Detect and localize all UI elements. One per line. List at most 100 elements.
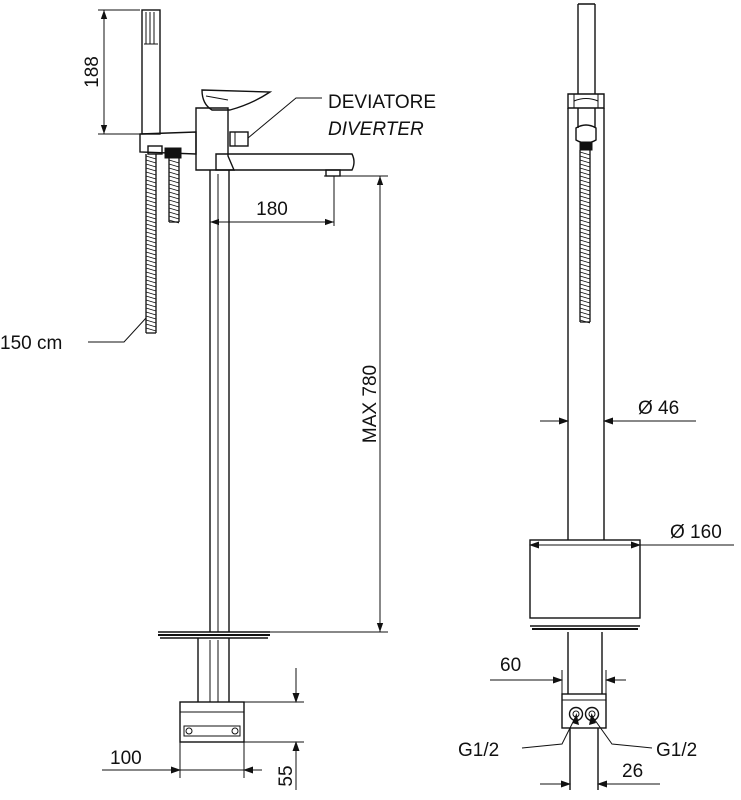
hose-rib [145, 207, 157, 212]
hose-rib [168, 211, 180, 216]
hose-rib [145, 167, 157, 172]
dimension-188 [98, 9, 140, 135]
hose-rib [145, 327, 157, 332]
hose-rib [579, 239, 591, 244]
hose-rib [579, 311, 591, 316]
hose-rib [168, 219, 180, 224]
hose-rib [145, 267, 157, 272]
hose-rib [579, 263, 591, 268]
hose-rib [168, 183, 180, 188]
dimension-100 [102, 742, 262, 778]
hose-rib [579, 259, 591, 264]
hose-rib [168, 159, 180, 164]
hose-rib [579, 247, 591, 252]
hose-rib [145, 263, 157, 268]
dim-60-label: 60 [500, 655, 521, 676]
dimension-max-780 [270, 175, 388, 633]
hose-rib [145, 291, 157, 296]
hose-rib [168, 175, 180, 180]
hose-pattern [145, 155, 180, 332]
hose-rib [145, 183, 157, 188]
floor-flange [158, 631, 270, 639]
g12-left-leader [521, 715, 577, 749]
hose-rib [579, 287, 591, 292]
hose-rib [168, 163, 180, 168]
hose-rib [579, 303, 591, 308]
hose-rib [145, 219, 157, 224]
hose-rib [579, 231, 591, 236]
hose-rib [145, 287, 157, 292]
hose-rib [145, 199, 157, 204]
hose-rib [579, 179, 591, 184]
front-hand-shower [577, 3, 596, 94]
dimension-26 [540, 780, 660, 788]
dimension-dia-160 [529, 541, 734, 549]
hose-rib [145, 251, 157, 256]
diverter-leader [247, 97, 322, 139]
hose-length-leader [88, 317, 147, 343]
hose-rib [579, 195, 591, 200]
dimension-dia-46 [540, 417, 696, 425]
hose-rib [579, 307, 591, 312]
hose-rib [579, 227, 591, 232]
front-base [561, 693, 607, 790]
shower-hose [145, 154, 180, 334]
hose-rib [145, 195, 157, 200]
front-mixer-head [567, 93, 605, 128]
hose-rib [579, 151, 591, 156]
hose-rib [579, 187, 591, 192]
hose-rib [579, 167, 591, 172]
hose-rib [579, 283, 591, 288]
hose-rib [579, 163, 591, 168]
hose-rib [579, 251, 591, 256]
hose-rib [168, 203, 180, 208]
hose-rib [168, 207, 180, 212]
hose-rib [168, 195, 180, 200]
hose-rib [579, 199, 591, 204]
side-view: 188 DEVIATORE DIVERTER 180 150 cm MAX 78… [0, 9, 436, 790]
hose-rib [579, 291, 591, 296]
hose-rib [579, 295, 591, 300]
hose-rib [579, 267, 591, 272]
hose-rib [168, 167, 180, 172]
lower-pipes [197, 638, 230, 702]
hose-rib [579, 207, 591, 212]
dimension-60 [490, 670, 626, 694]
hose-rib [579, 159, 591, 164]
deviatore-label: DEVIATORE [328, 92, 436, 113]
hose-rib [145, 243, 157, 248]
front-flange [529, 539, 641, 630]
hose-rib [145, 215, 157, 220]
hose-rib [168, 215, 180, 220]
g12-left-label: G1/2 [458, 740, 499, 761]
hose-rib [145, 247, 157, 252]
hose-rib [145, 311, 157, 316]
shower-holder [139, 131, 197, 159]
front-view: Ø 46 Ø 160 60 G1/2 G1/2 [458, 3, 734, 790]
hose-rib [579, 175, 591, 180]
front-hose-pattern [579, 151, 591, 324]
max-780-label: MAX 780 [360, 365, 381, 443]
hose-rib [579, 315, 591, 320]
hose-rib [579, 211, 591, 216]
hose-rib [579, 215, 591, 220]
hose-rib [145, 155, 157, 160]
dimension-180 [210, 176, 335, 226]
hose-rib [145, 239, 157, 244]
front-column [567, 108, 605, 540]
hose-rib [168, 171, 180, 176]
dim-26-label: 26 [622, 761, 643, 782]
hand-shower [141, 9, 161, 135]
hose-rib [579, 219, 591, 224]
column [209, 170, 230, 632]
hose-rib [145, 211, 157, 216]
hose-rib [145, 223, 157, 228]
hose-rib [145, 159, 157, 164]
hose-rib [579, 319, 591, 324]
hose-rib [145, 179, 157, 184]
hose-rib [145, 255, 157, 260]
hose-rib [145, 259, 157, 264]
hose-rib [145, 271, 157, 276]
hose-rib [145, 283, 157, 288]
